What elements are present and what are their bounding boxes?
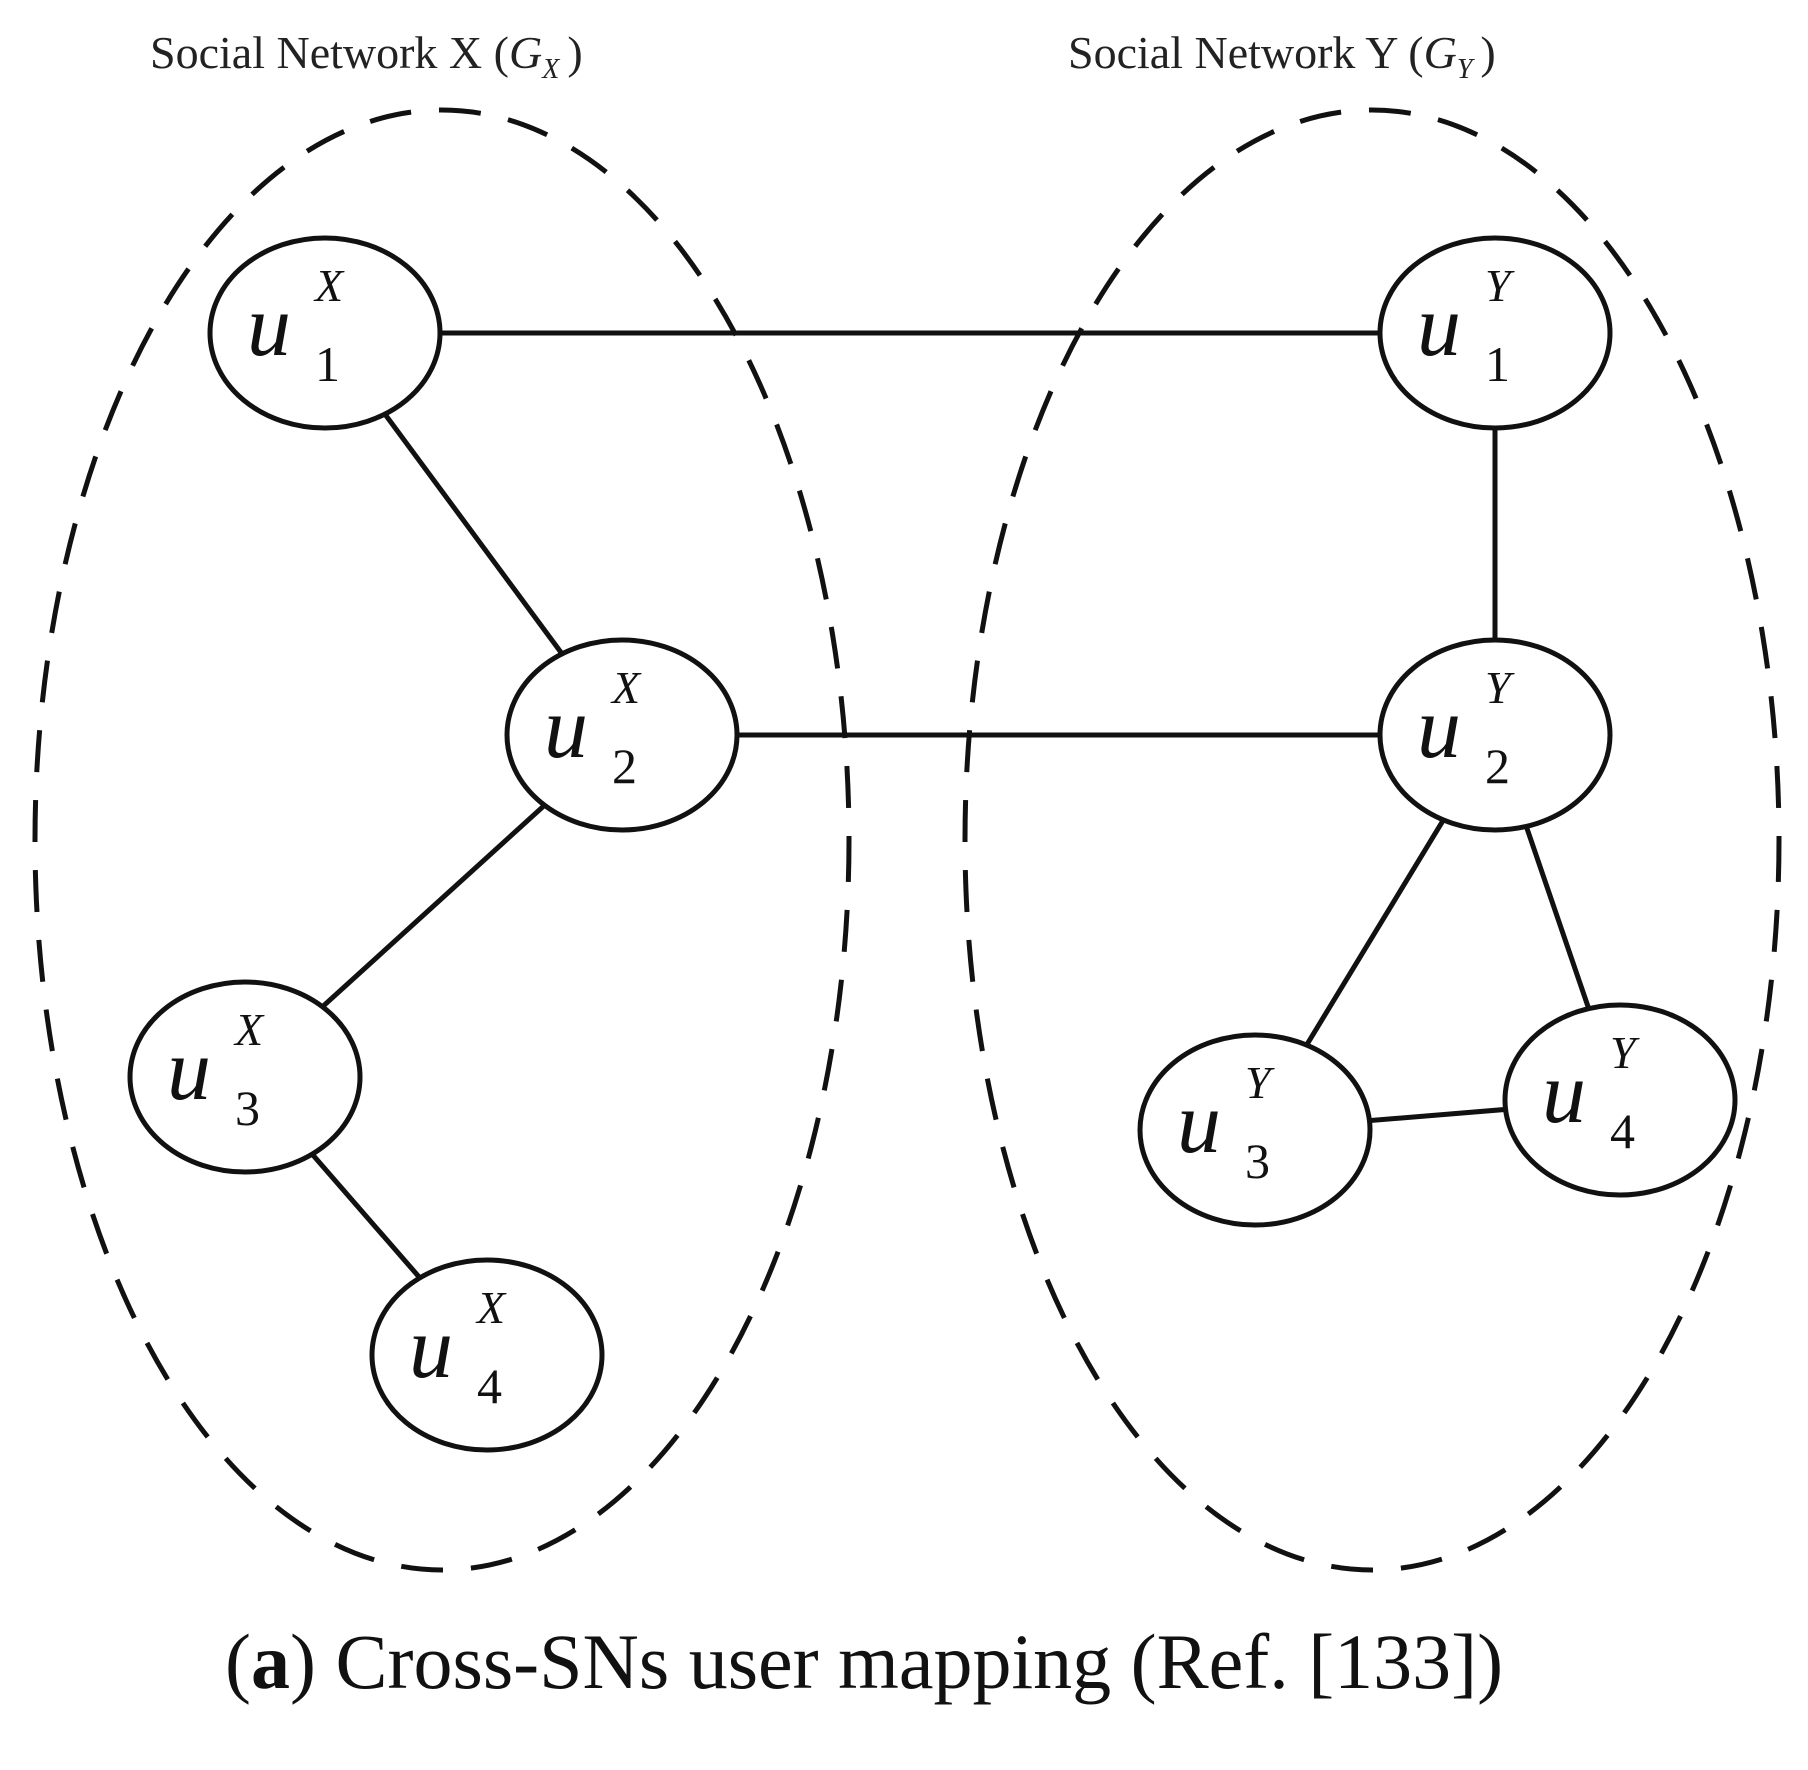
node-label-subscript: 4 (1610, 1103, 1635, 1159)
node-label-base: u (544, 680, 588, 777)
node-label-base: u (1417, 278, 1461, 375)
network-x-title: Social Network X (GX) (150, 27, 583, 85)
node-circle (1502, 1002, 1738, 1198)
node-label-superscript: Y (1485, 662, 1515, 713)
node-label-superscript: X (475, 1282, 507, 1333)
node-label-subscript: 4 (477, 1358, 502, 1414)
node-label-base: u (167, 1022, 211, 1119)
node-label-superscript: X (610, 662, 642, 713)
node-label-subscript: 1 (1485, 336, 1510, 392)
node-circle (207, 235, 443, 431)
node-label-superscript: Y (1245, 1057, 1275, 1108)
network-x-boundary (32, 107, 852, 1573)
node-label-superscript: Y (1485, 260, 1515, 311)
node-label-base: u (409, 1300, 453, 1397)
node-label-base: u (1417, 680, 1461, 777)
edges-layer (243, 330, 1623, 1357)
node-label-base: u (1542, 1045, 1586, 1142)
node-label-superscript: X (313, 260, 345, 311)
node-label-subscript: 2 (612, 738, 637, 794)
node-circle (1137, 1032, 1373, 1228)
node-circle (369, 1257, 605, 1453)
node-label-base: u (247, 278, 291, 375)
node-label-subscript: 3 (1245, 1133, 1270, 1189)
node-label-superscript: X (233, 1004, 265, 1055)
network-y-boundary (962, 107, 1782, 1573)
figure-caption: (a) Cross-SNs user mapping (Ref. [133]) (225, 1618, 1503, 1705)
node-label-subscript: 2 (1485, 738, 1510, 794)
node-label-subscript: 3 (235, 1080, 260, 1136)
node-label-superscript: Y (1610, 1027, 1640, 1078)
node-label-base: u (1177, 1075, 1221, 1172)
node-label-subscript: 1 (315, 336, 340, 392)
node-circle (1377, 637, 1613, 833)
node-circle (504, 637, 740, 833)
node-circle (127, 979, 363, 1175)
network-y-title: Social Network Y (GY) (1068, 27, 1496, 85)
node-circle (1377, 235, 1613, 431)
